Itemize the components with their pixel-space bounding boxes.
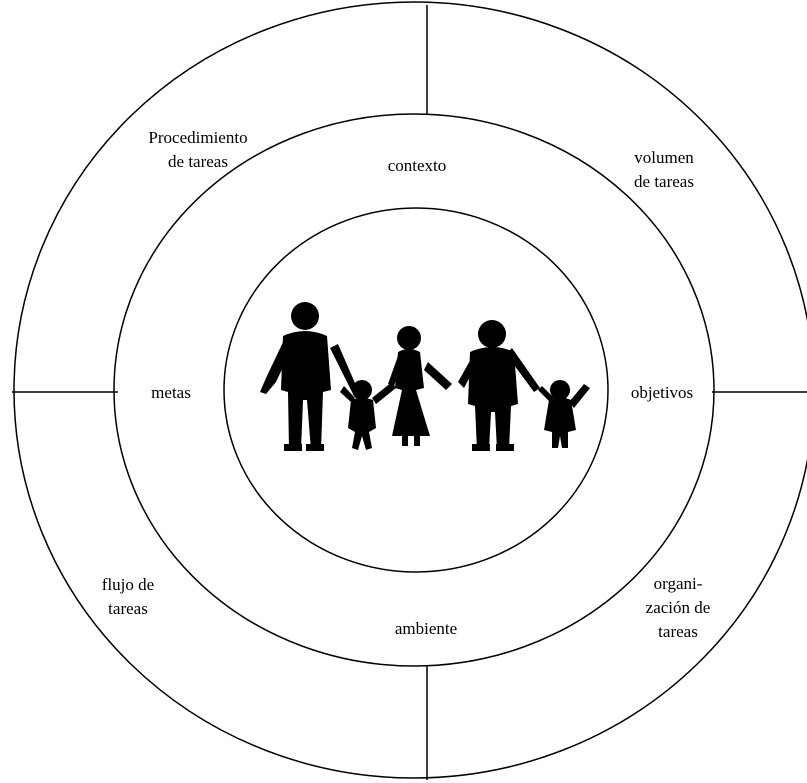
label-ambiente: ambiente [376, 617, 476, 641]
label-metas: metas [138, 381, 204, 405]
label-contexto: contexto [376, 154, 458, 178]
label-flujo-de-tareas: flujo de tareas [78, 573, 178, 621]
label-organizacion-de-tareas: organi- zación de tareas [628, 572, 728, 644]
label-procedimiento-de-tareas: Procedimiento de tareas [120, 126, 276, 174]
family-silhouette-icon [260, 302, 590, 451]
label-objetivos: objetivos [612, 381, 712, 405]
label-volumen-de-tareas: volumen de tareas [614, 146, 714, 194]
